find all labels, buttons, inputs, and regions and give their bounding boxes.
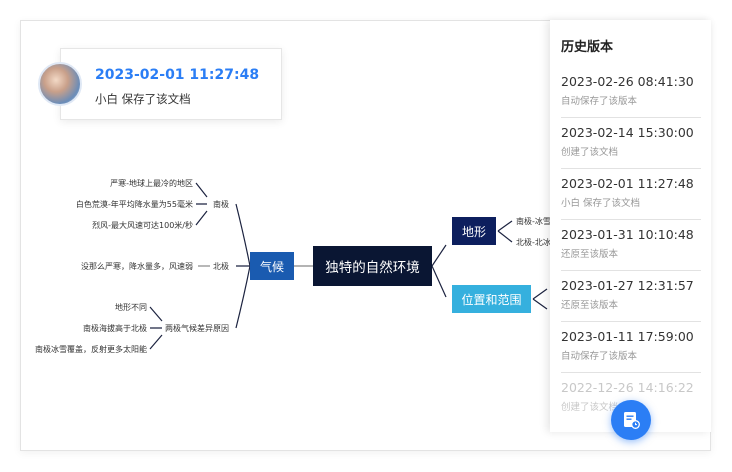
history-item[interactable]: 2023-01-11 17:59:00 自动保存了该版本: [561, 322, 701, 373]
history-time: 2023-01-27 12:31:57: [561, 278, 694, 293]
history-time: 2022-12-26 14:16:22: [561, 380, 694, 395]
connector-climate: [235, 203, 251, 329]
mindmap-node-climate[interactable]: 气候: [250, 252, 294, 280]
history-version-button[interactable]: [611, 400, 651, 440]
mindmap-node-difference[interactable]: 两极气候差异原因: [165, 324, 229, 333]
history-title: 历史版本: [561, 40, 614, 55]
history-time: 2023-02-01 11:27:48: [561, 176, 694, 191]
notification-message: 小白 保存了该文档: [95, 92, 191, 106]
mindmap-node-terrain[interactable]: 地形: [452, 217, 496, 245]
history-desc: 创建了该文档: [561, 147, 619, 158]
mindmap-root-node[interactable]: 独特的自然环境: [313, 246, 432, 286]
history-item[interactable]: 2023-01-31 10:10:48 还原至该版本: [561, 220, 701, 271]
mindmap-leaf[interactable]: 没那么严寒，降水量多，风速弱: [81, 262, 193, 271]
history-item[interactable]: 2023-01-27 12:31:57 还原至该版本: [561, 271, 701, 322]
connector-root-right: [431, 244, 447, 298]
connector-diff: [149, 306, 163, 350]
mindmap-leaf[interactable]: 白色荒漠-年平均降水量为55毫米: [75, 200, 193, 209]
notification-timestamp: 2023-02-01 11:27:48: [95, 67, 260, 83]
history-item[interactable]: 2023-02-26 08:41:30 自动保存了该版本: [561, 67, 701, 118]
mindmap-leaf[interactable]: 烈风-最大风速可达100米/秒: [92, 221, 193, 230]
mindmap-leaf[interactable]: 南极-冰雪: [516, 217, 551, 226]
mindmap-node-north-pole[interactable]: 北极: [213, 262, 229, 271]
history-item[interactable]: 2022-12-26 14:16:22 创建了该文档: [561, 373, 701, 424]
history-time: 2023-02-26 08:41:30: [561, 74, 694, 89]
save-notification: 2023-02-01 11:27:48 小白 保存了该文档: [60, 48, 282, 120]
connector-south: [195, 182, 208, 226]
history-desc: 还原至该版本: [561, 300, 619, 311]
history-desc: 创建了该文档: [561, 402, 619, 413]
history-time: 2023-01-31 10:10:48: [561, 227, 694, 242]
mindmap-node-south-pole[interactable]: 南极: [213, 200, 229, 209]
history-panel: 历史版本 2023-02-26 08:41:30 自动保存了该版本 2023-02…: [550, 20, 711, 432]
mindmap-leaf[interactable]: 北极-北冰: [516, 238, 551, 247]
mindmap-leaf[interactable]: 严寒-地球上最冷的地区: [110, 179, 193, 188]
document-history-icon: [624, 412, 640, 429]
avatar: [38, 62, 82, 106]
history-desc: 自动保存了该版本: [561, 351, 638, 362]
mindmap-leaf[interactable]: 南极海拔高于北极: [83, 324, 147, 333]
history-item[interactable]: 2023-02-14 15:30:00 创建了该文档: [561, 118, 701, 169]
history-item[interactable]: 2023-02-01 11:27:48 小白 保存了该文档: [561, 169, 701, 220]
mindmap-node-location[interactable]: 位置和范围: [452, 285, 531, 313]
history-desc: 还原至该版本: [561, 249, 619, 260]
history-desc: 自动保存了该版本: [561, 96, 638, 107]
history-time: 2023-02-14 15:30:00: [561, 125, 694, 140]
mindmap-leaf[interactable]: 南极冰雪覆盖，反射更多太阳能: [35, 345, 147, 354]
history-desc: 小白 保存了该文档: [561, 198, 641, 209]
connector-terrain: [497, 220, 513, 243]
mindmap-leaf[interactable]: 地形不同: [115, 303, 147, 312]
connector-location: [532, 288, 548, 310]
history-time: 2023-01-11 17:59:00: [561, 329, 694, 344]
